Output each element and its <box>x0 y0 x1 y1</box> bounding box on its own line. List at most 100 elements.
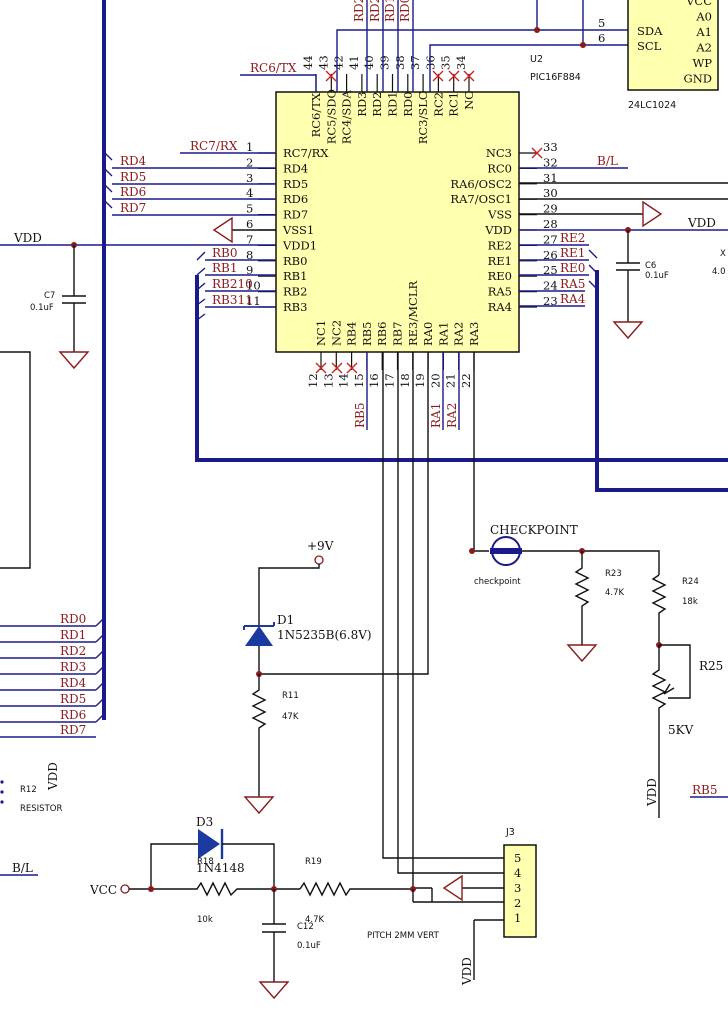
vdd-right-label: VDD <box>687 216 716 230</box>
zener-regulator: +9V D1 1N5235B(6.8V) R11 47K <box>243 539 372 815</box>
u2-pin-name: VSS <box>487 208 512 222</box>
u2-pin-name: RC5/SDO <box>324 89 338 144</box>
net-top-rd2: RD2 <box>368 0 382 22</box>
u2-pin-number: 20 <box>428 373 442 388</box>
net-ra2-bottom: RA2 <box>445 403 459 428</box>
r12-resistor: VDD R12 RESISTOR B/L <box>0 762 62 876</box>
rc6tx-net: RC6/TX <box>240 61 317 92</box>
r11-ref: R11 <box>282 691 299 701</box>
net-re0: RE0 <box>560 261 585 275</box>
net-ra4: RA4 <box>560 292 586 306</box>
u2-pin-number: 5 <box>246 202 253 216</box>
net-ra5: RA5 <box>560 277 585 291</box>
u2-pin-name: RD4 <box>283 161 308 175</box>
u2-top-pins: 44RC6/TX43RC5/SDO42RC4/SDA41RD340RD239RD… <box>301 55 476 144</box>
u2-pin-number: 28 <box>543 217 558 231</box>
j3-pin-number: 1 <box>514 911 521 925</box>
no-connect-mark <box>463 70 475 82</box>
u2-microcontroller: U2 PIC16F884 44RC6/TX43RC5/SDO42RC4/SDA4… <box>246 54 581 388</box>
d3-value: 1N4148 <box>196 861 245 875</box>
eeprom-pin-name: GND <box>684 72 712 86</box>
u2-pin-name: RC7/RX <box>283 146 329 160</box>
u2-pin-name: RB6 <box>375 322 389 346</box>
u2-pin-name: RE0 <box>488 269 512 283</box>
r12-ref: R12 <box>20 785 37 795</box>
j3-pin-number: 4 <box>514 866 521 880</box>
r19-ref: R19 <box>305 857 322 867</box>
net-top-rd3: RD2 <box>352 0 366 22</box>
u2-pin-number: 27 <box>543 232 558 246</box>
no-connect-mark <box>346 362 358 374</box>
u2-right-pins: 33NC332RC031RA6/OSC230RA7/OSC129VSS28VDD… <box>450 140 557 314</box>
u2-pin-name: RB3 <box>283 300 307 314</box>
bottom-nets: RB5 RA1 RA2 <box>259 352 504 889</box>
net-rb5-bottom: RB5 <box>353 403 367 429</box>
u2-pin-name: NC <box>462 91 476 110</box>
u2-pin-name: RC4/SDA <box>340 90 354 145</box>
left-rd-nets: RD4 RD5 RD6 RD7 <box>112 154 276 216</box>
net-re1: RE1 <box>560 246 585 260</box>
u2-pin-name: NC3 <box>486 146 512 160</box>
r23-value: 4.7K <box>605 588 625 598</box>
u2-pin-number: 8 <box>246 248 253 262</box>
eeprom-body <box>627 0 719 91</box>
r11-value: 47K <box>282 712 299 722</box>
u2-pin-number: 41 <box>347 55 361 70</box>
checkpoint-label: checkpoint <box>474 577 521 587</box>
u2-pin-number: 42 <box>332 55 346 70</box>
u2-pin-name: RD1 <box>386 91 400 116</box>
u2-pin-number: 3 <box>246 171 253 185</box>
checkpoint-title: CHECKPOINT <box>490 523 578 537</box>
r23-ref: R23 <box>605 569 622 579</box>
rc6tx-label: RC6/TX <box>250 61 297 75</box>
net-rb3: RB311 <box>212 293 253 307</box>
u2-pin-name: RA6/OSC2 <box>450 177 512 191</box>
lower-rd-nets: RD0 RD1 RD2 RD3 RD4 RD5 RD6 RD7 <box>0 612 96 738</box>
checkpoint: CHECKPOINT checkpoint R23 4.7K R24 18k R… <box>469 523 728 818</box>
u2-pin-number: 1 <box>246 140 253 154</box>
net-rb1: RB1 <box>212 261 238 275</box>
net-re2: RE2 <box>560 231 585 245</box>
u2-pin-name: VDD <box>484 223 512 237</box>
u2-pin-number: 38 <box>393 55 407 70</box>
u2-pin-name: RE3/MCLR <box>406 281 420 346</box>
no-connect-mark <box>331 362 343 374</box>
net-low-rd4: RD4 <box>60 676 87 690</box>
j3-pin-number: 2 <box>514 896 521 910</box>
net-bl-right: B/L <box>597 154 618 168</box>
d1-value: 1N5235B(6.8V) <box>277 628 372 642</box>
eeprom-scl: SCL <box>637 39 662 53</box>
c7-value: 0.1uF <box>30 303 54 313</box>
u2-pin-number: 35 <box>439 55 453 70</box>
d3-diode-icon <box>198 829 220 859</box>
r24-ref: R24 <box>682 577 699 587</box>
right-nets: B/L VDD C6 0.1uF X 4.0 <box>519 154 728 340</box>
j3-body <box>503 844 537 938</box>
net-low-rd7: RD7 <box>60 723 86 737</box>
u2-pin-name: RB1 <box>283 269 307 283</box>
u2-pin-name: RA5 <box>488 285 512 299</box>
no-connect-marks <box>315 70 543 374</box>
u2-pin-number: 39 <box>378 55 392 70</box>
vdd-j3-label: VDD <box>460 957 474 986</box>
j3-pin-number: 5 <box>514 851 521 865</box>
u2-ref: U2 <box>530 54 543 65</box>
d3-ref: D3 <box>196 815 213 829</box>
net-rb2: RB210 <box>212 277 253 291</box>
left-rb-nets: RB0 RB1 RB210 RB311 <box>205 246 276 308</box>
no-connect-mark <box>315 362 327 374</box>
u2-pin-name: RA1 <box>436 322 450 346</box>
eeprom-pin-name: A1 <box>695 25 712 39</box>
u2-pin-number: 22 <box>459 373 473 388</box>
u2-pin-name: RC2 <box>431 92 445 117</box>
u2-pin-name: RC1 <box>447 92 461 117</box>
u2-pin-name: RB7 <box>391 322 405 346</box>
u2-pin-number: 19 <box>413 373 427 388</box>
u2-pin-number: 37 <box>408 55 422 70</box>
u2-pin-number: 40 <box>362 55 376 70</box>
net-low-rd3: RD3 <box>60 660 86 674</box>
j3-value: PITCH 2MM VERT <box>367 931 440 941</box>
